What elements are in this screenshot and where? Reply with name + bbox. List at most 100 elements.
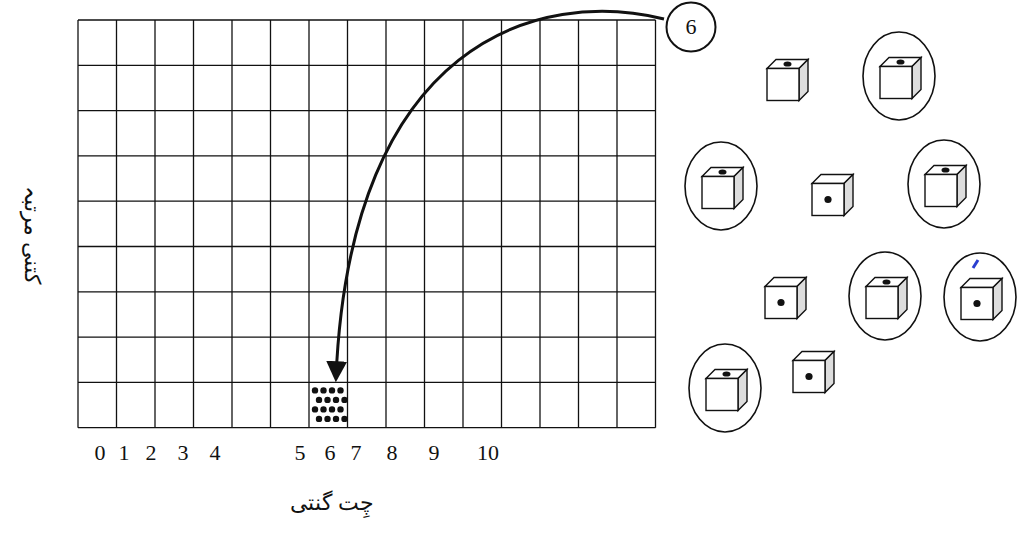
die	[849, 252, 921, 340]
selection-ring	[849, 252, 921, 340]
pen-mark	[973, 260, 978, 268]
dice-group	[685, 32, 1016, 432]
die-front	[765, 287, 797, 319]
grid-line	[78, 336, 656, 337]
grid-line	[78, 382, 656, 383]
die-pip	[719, 169, 727, 174]
die-side	[957, 166, 966, 207]
axis-title: کتنی مرتبہ	[21, 186, 43, 284]
grid-line	[231, 20, 232, 428]
grid-line	[385, 20, 386, 428]
grid-line	[154, 20, 155, 428]
die-front	[866, 287, 898, 319]
die	[689, 344, 761, 432]
die	[863, 32, 935, 120]
grid-line	[501, 20, 502, 428]
tally-dot	[341, 416, 347, 422]
grid-line	[270, 20, 271, 428]
tally-dot	[333, 416, 339, 422]
tally-dot	[329, 387, 335, 393]
axis-title: چِت گنتی	[290, 492, 374, 514]
die	[767, 60, 808, 101]
grid-line	[655, 20, 656, 428]
grid-line	[78, 427, 656, 428]
selection-ring	[689, 344, 761, 432]
tally-dot	[316, 416, 322, 422]
axis-number: 2	[146, 442, 157, 464]
selection-ring	[863, 32, 935, 120]
tally-dot	[316, 397, 322, 403]
die-pip	[824, 196, 831, 203]
grid-line	[347, 20, 348, 428]
die-side	[993, 279, 1002, 320]
axis-number: 4	[210, 442, 221, 464]
die-front	[812, 184, 844, 216]
axis-number: 8	[387, 442, 398, 464]
die-pip	[723, 371, 731, 376]
grid-line	[424, 20, 425, 428]
die-pip	[805, 373, 812, 380]
die-front	[793, 361, 825, 393]
die-side	[797, 278, 806, 319]
axis-number: 1	[119, 442, 130, 464]
grid-line	[116, 20, 117, 428]
grid-line	[193, 20, 194, 428]
selection-ring	[944, 253, 1016, 341]
die-side	[912, 58, 921, 99]
grid-line	[78, 19, 656, 20]
tally-dot	[312, 387, 318, 393]
tally-dot	[329, 406, 335, 412]
die-pip	[777, 299, 784, 306]
die	[685, 142, 757, 230]
die	[944, 253, 1016, 341]
die-front	[767, 69, 799, 101]
die-pip	[897, 59, 905, 64]
die-side	[738, 370, 747, 411]
die-front	[706, 379, 738, 411]
die-front	[702, 177, 734, 209]
die-pip	[784, 61, 792, 66]
die-side	[734, 168, 743, 209]
axis-number: 9	[429, 442, 440, 464]
grid-line	[78, 246, 656, 247]
die	[908, 140, 980, 228]
tally-cell	[312, 387, 348, 422]
die-pip	[942, 167, 950, 172]
tally-dot	[320, 406, 326, 412]
die-front	[961, 288, 993, 320]
grid-line	[308, 20, 309, 428]
die-side	[799, 60, 808, 101]
callout-circle: 6	[665, 1, 717, 53]
selection-ring	[908, 140, 980, 228]
axis-number: 7	[351, 442, 362, 464]
tally-dot	[324, 416, 330, 422]
grid-line	[78, 65, 656, 66]
die	[793, 352, 834, 393]
leader-arrow	[336, 11, 664, 378]
tally-dot	[337, 387, 343, 393]
grid-line	[462, 20, 463, 428]
grid-line	[616, 20, 617, 428]
grid-line	[578, 20, 579, 428]
axis-number: 5	[295, 442, 306, 464]
tally-dot	[337, 406, 343, 412]
grid-line	[78, 155, 656, 156]
die-pip	[883, 279, 891, 284]
die-front	[880, 67, 912, 99]
axis-number: 0	[95, 442, 106, 464]
callout-number: 6	[665, 1, 717, 53]
tally-dot	[324, 397, 330, 403]
die-side	[898, 278, 907, 319]
grid-line	[539, 20, 540, 428]
die-side	[825, 352, 834, 393]
axis-number: 6	[325, 442, 336, 464]
axis-number: 10	[477, 442, 499, 464]
die-side	[844, 175, 853, 216]
die-pip	[973, 300, 980, 307]
grid-line	[77, 20, 78, 428]
tally-dot	[312, 406, 318, 412]
grid-line	[78, 291, 656, 292]
tally-dot	[341, 397, 347, 403]
die	[812, 175, 853, 216]
tally-dot	[320, 387, 326, 393]
